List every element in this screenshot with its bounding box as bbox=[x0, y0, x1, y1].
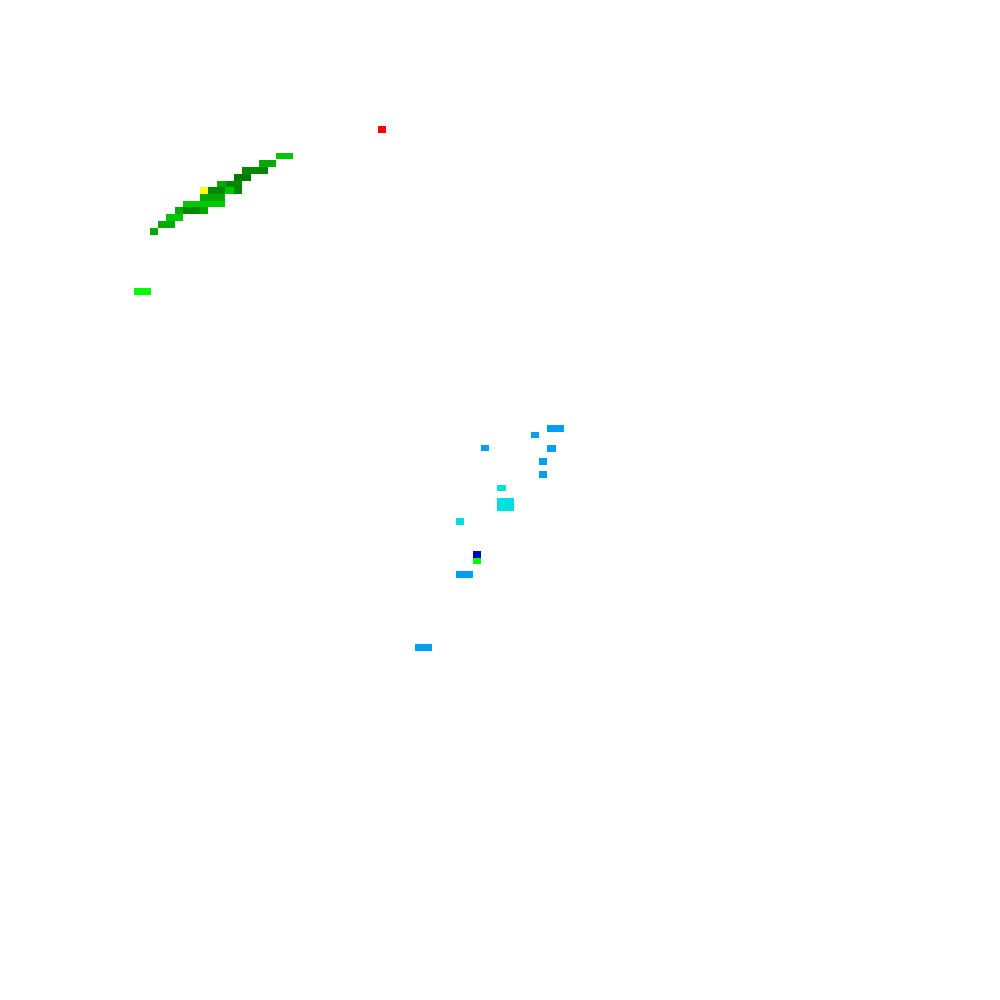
green-streak-block bbox=[234, 174, 251, 181]
green-streak-block bbox=[225, 187, 234, 194]
green-streak-block bbox=[183, 207, 200, 214]
blue-scatter-block bbox=[531, 432, 539, 438]
blue-scatter-block bbox=[547, 445, 556, 452]
blue-scatter-block bbox=[473, 558, 481, 564]
blue-scatter-block bbox=[539, 458, 547, 465]
blue-scatter-block bbox=[456, 518, 464, 525]
green-streak-block bbox=[225, 181, 242, 187]
blue-scatter-block bbox=[539, 471, 547, 478]
green-streak-block bbox=[276, 153, 293, 159]
blue-scatter-block bbox=[497, 485, 506, 491]
blue-scatter-block bbox=[481, 445, 489, 451]
green-streak-block bbox=[259, 160, 276, 167]
blue-scatter-block bbox=[473, 551, 481, 558]
green-streak-block bbox=[200, 187, 208, 194]
green-streak-block bbox=[150, 228, 158, 235]
green-streak-block bbox=[166, 214, 183, 221]
green-streak-block bbox=[242, 167, 268, 174]
green-streak-block bbox=[200, 194, 225, 201]
isolated-lime-dash bbox=[134, 288, 151, 295]
blue-scatter-block bbox=[547, 425, 564, 432]
blue-scatter-block bbox=[456, 571, 473, 578]
blue-scatter-block bbox=[415, 644, 432, 651]
green-streak-block bbox=[217, 181, 226, 188]
green-streak-block bbox=[158, 221, 175, 228]
green-streak-block bbox=[183, 201, 225, 207]
isolated-red-pixel bbox=[378, 126, 386, 133]
blue-scatter-block bbox=[497, 498, 514, 511]
